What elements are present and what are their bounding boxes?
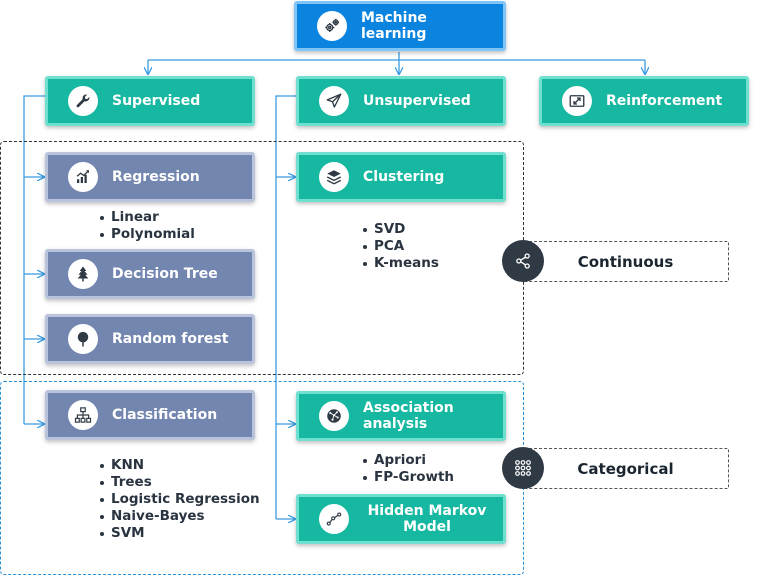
reinforcement-label: Reinforcement [606,93,723,109]
categorical-tag: Categorical [522,448,729,489]
layers-icon [319,162,349,192]
hidden-markov-model-node[interactable]: Hidden Markov Model [296,494,506,544]
clustering-node[interactable]: Clustering [296,152,506,202]
random-forest-label: Random forest [112,331,229,347]
paper-plane-icon [319,86,349,116]
decision-tree-node[interactable]: Decision Tree [45,249,255,299]
hierarchy-icon [68,400,98,430]
globe-network-icon [319,401,349,431]
association-list: Apriori FP-Growth [361,452,454,486]
continuous-tag: Continuous [522,241,729,282]
growth-chart-icon [68,162,98,192]
random-forest-node[interactable]: Random forest [45,314,255,364]
machine-learning-label: Machine learning [361,10,427,42]
list-item: K-means [361,255,439,272]
path-nodes-icon [319,504,349,534]
association-analysis-label: Association analysis [363,400,454,432]
list-item: PCA [361,238,439,255]
classification-node[interactable]: Classification [45,390,255,440]
list-item: Logistic Regression [98,491,260,508]
list-item: Linear [98,209,195,226]
categorical-label: Categorical [577,459,674,478]
reinforcement-node[interactable]: Reinforcement [539,76,749,126]
round-tree-icon [68,324,98,354]
supervised-node[interactable]: Supervised [45,76,255,126]
decision-tree-label: Decision Tree [112,266,218,282]
unsupervised-node[interactable]: Unsupervised [296,76,506,126]
list-item: SVD [361,221,439,238]
clustering-list: SVD PCA K-means [361,221,439,272]
wrench-icon [68,86,98,116]
dot-grid-icon [502,447,544,489]
association-analysis-node[interactable]: Association analysis [296,391,506,441]
clustering-label: Clustering [363,169,445,185]
regression-node[interactable]: Regression [45,152,255,202]
classification-label: Classification [112,407,218,423]
hidden-markov-model-label: Hidden Markov Model [367,503,487,535]
share-icon [502,240,544,282]
list-item: Trees [98,474,260,491]
regression-label: Regression [112,169,200,185]
continuous-label: Continuous [577,252,674,271]
list-item: Naive-Bayes [98,508,260,525]
gears-icon [317,11,347,41]
supervised-label: Supervised [112,93,201,109]
list-item: Polynomial [98,226,195,243]
resize-arrows-icon [562,86,592,116]
unsupervised-label: Unsupervised [363,93,471,109]
regression-list: Linear Polynomial [98,209,195,243]
list-item: KNN [98,457,260,474]
list-item: FP-Growth [361,469,454,486]
list-item: Apriori [361,452,454,469]
list-item: SVM [98,525,260,542]
classification-list: KNN Trees Logistic Regression Naive-Baye… [98,457,260,542]
pine-tree-icon [68,259,98,289]
machine-learning-node[interactable]: Machine learning [294,1,506,51]
